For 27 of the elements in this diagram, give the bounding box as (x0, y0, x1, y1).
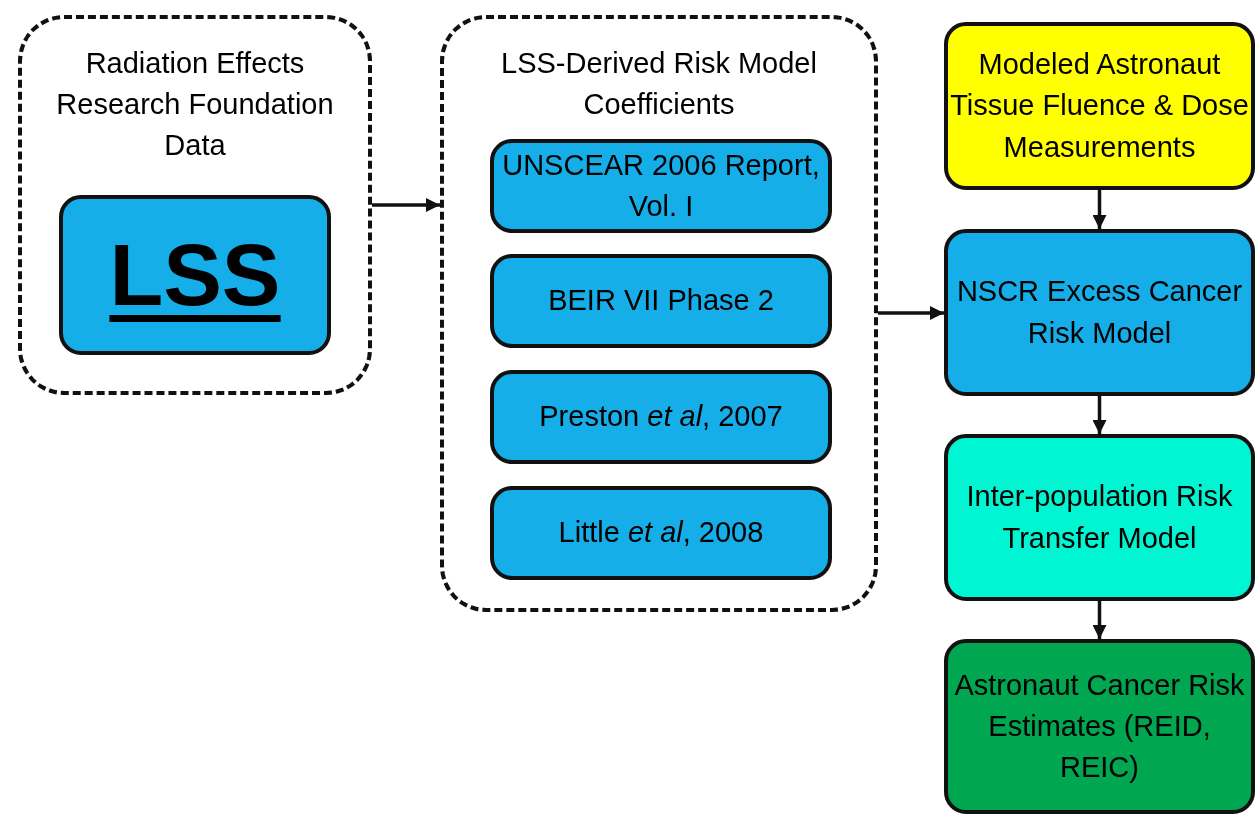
box-label: Inter-population Risk Transfer Model (965, 479, 1234, 556)
process-box (944, 22, 1255, 190)
process-box (944, 434, 1255, 601)
process-box (944, 229, 1255, 396)
arrow (1092, 396, 1107, 434)
box-label: Preston et al, 2007 (539, 399, 783, 435)
process-box (490, 254, 832, 348)
box-label: Modeled Astronaut Tissue Fluence & Dose Measurements (949, 47, 1250, 165)
process-box (490, 486, 832, 580)
box-label: UNSCEAR 2006 Report, Vol. I (501, 147, 821, 224)
arrow (1092, 601, 1107, 639)
arrow (1092, 190, 1107, 229)
box-label: Little et al, 2008 (558, 515, 764, 551)
process-box (490, 139, 832, 233)
box-label: LSS (109, 231, 281, 319)
box-label: BEIR VII Phase 2 (548, 283, 774, 319)
box-label: Astronaut Cancer Risk Estimates (REID, REIC) (953, 667, 1246, 786)
dashed-group-box (440, 15, 878, 612)
process-box (944, 639, 1255, 814)
group-title: Radiation Effects Research Foundation Data (55, 46, 335, 164)
dashed-group-box (18, 15, 372, 395)
group-title: LSS-Derived Risk Model Coefficients (500, 46, 818, 123)
process-box (59, 195, 331, 355)
process-box (490, 370, 832, 464)
arrow (372, 198, 440, 212)
arrow (878, 306, 944, 320)
box-label: NSCR Excess Cancer Risk Model (955, 274, 1244, 351)
